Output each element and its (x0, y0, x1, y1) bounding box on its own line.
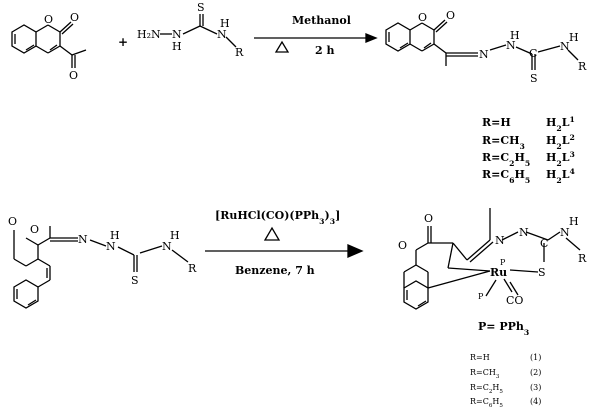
product-amine-h: H (569, 31, 579, 44)
product-amine-n: N (560, 40, 570, 53)
product-hydrazine-h: H (510, 29, 520, 42)
carbonyl-ligand: CO (506, 294, 523, 307)
product-imine-n: N (479, 48, 489, 61)
complex-carbonyl-oxygen: O (424, 212, 433, 225)
ligand-structure (13, 226, 189, 309)
ligand-legend-code: H2L4 (546, 167, 576, 185)
ligand-legend-r: R=C2H5 (482, 151, 530, 168)
ruthenium-complex-structure (403, 208, 581, 310)
complex-legend-number: (2) (530, 368, 541, 377)
complex-amine-h: H (569, 215, 579, 228)
complex-legend-r: R=C6H5 (470, 397, 503, 409)
reactant-ring-oxygen: O (44, 13, 53, 26)
complex-thiocarbonyl-c: C (540, 237, 548, 250)
reaction-arrow-1 (254, 33, 378, 53)
thio-sulfur: S (197, 1, 205, 14)
complex-legend-r: R=CH3 (470, 368, 500, 380)
thio-h-right: H (220, 17, 230, 30)
thiosemicarbazide-structure (160, 14, 237, 48)
phosphine-upper: P (500, 258, 506, 267)
solvent-benzene-7h: Benzene, 7 h (235, 264, 315, 277)
complex-legend-number: (4) (530, 397, 541, 406)
complex-legend: R=H (1) R=CH3 (2) R=C2H5 (3) R=C6H5 (4) (470, 353, 541, 409)
complex-legend-r: R=H (470, 353, 490, 362)
thio-r-group: R (235, 46, 244, 59)
complex-ring-oxygen: O (398, 239, 407, 252)
ligand-sulfur: S (131, 274, 139, 287)
product-ligand-structure (385, 19, 579, 70)
phosphine-definition: P= PPh3 (478, 320, 529, 337)
condition-time-2h: 2 h (315, 44, 334, 57)
ligand-ring-oxygen: O (30, 223, 39, 236)
product-carbonyl-oxygen: O (446, 9, 455, 22)
condition-methanol: Methanol (292, 14, 351, 27)
product-hydrazine-n: N (506, 39, 516, 52)
ligand-amine-n: N (162, 240, 172, 253)
ligand-hydrazine-n: N (106, 240, 116, 253)
ligand-legend-r: R=H (482, 116, 511, 129)
reaction-arrow-2 (205, 226, 364, 258)
ligand-legend: R=H H2L1 R=CH3 H2L2 R=C2H5 H2L3 R=C6H5 H… (482, 115, 576, 185)
complex-legend-r: R=C2H5 (470, 383, 503, 395)
ligand-legend-code: H2L3 (546, 150, 575, 168)
ligand-legend-r: R=C6H5 (482, 168, 530, 185)
complex-sulfur: S (538, 266, 546, 279)
thio-n-left: N (172, 28, 182, 41)
product-sulfur: S (530, 72, 538, 85)
ligand-legend-r: R=CH3 (482, 134, 525, 151)
ruthenium-center: Ru (490, 266, 507, 279)
ruthenium-reagent: [RuHCl(CO)(PPh3)3] (215, 209, 340, 226)
complex-hydrazine-n: N (519, 226, 529, 239)
ligand-r-group: R (188, 262, 197, 275)
product-thiocarbonyl-c: C (529, 47, 537, 60)
complex-amine-n: N (560, 226, 570, 239)
product-r-group: R (578, 60, 587, 73)
complex-r-group: R (578, 252, 587, 265)
plus-sign: + (118, 35, 128, 49)
thio-h-left: H (172, 40, 182, 53)
thio-n-right: N (217, 28, 227, 41)
phosphine-lower: P (478, 292, 484, 301)
ligand-legend-code: H2L2 (546, 133, 575, 151)
ligand-carbonyl-oxygen: O (8, 215, 17, 228)
complex-legend-number: (1) (530, 353, 541, 362)
acetylcoumarin-structure (11, 21, 87, 68)
complex-imine-n: N (495, 234, 505, 247)
ligand-amine-h: H (170, 229, 180, 242)
ligand-hydrazine-h: H (110, 229, 120, 242)
ligand-imine-n: N (78, 233, 88, 246)
reactant-carbonyl-oxygen: O (70, 11, 79, 24)
product-ring-oxygen: O (418, 11, 427, 24)
complex-legend-number: (3) (530, 383, 541, 392)
reactant-acetyl-oxygen: O (69, 69, 78, 82)
ligand-legend-code: H2L1 (546, 115, 575, 133)
thio-h2n-label: H₂N (137, 28, 161, 41)
